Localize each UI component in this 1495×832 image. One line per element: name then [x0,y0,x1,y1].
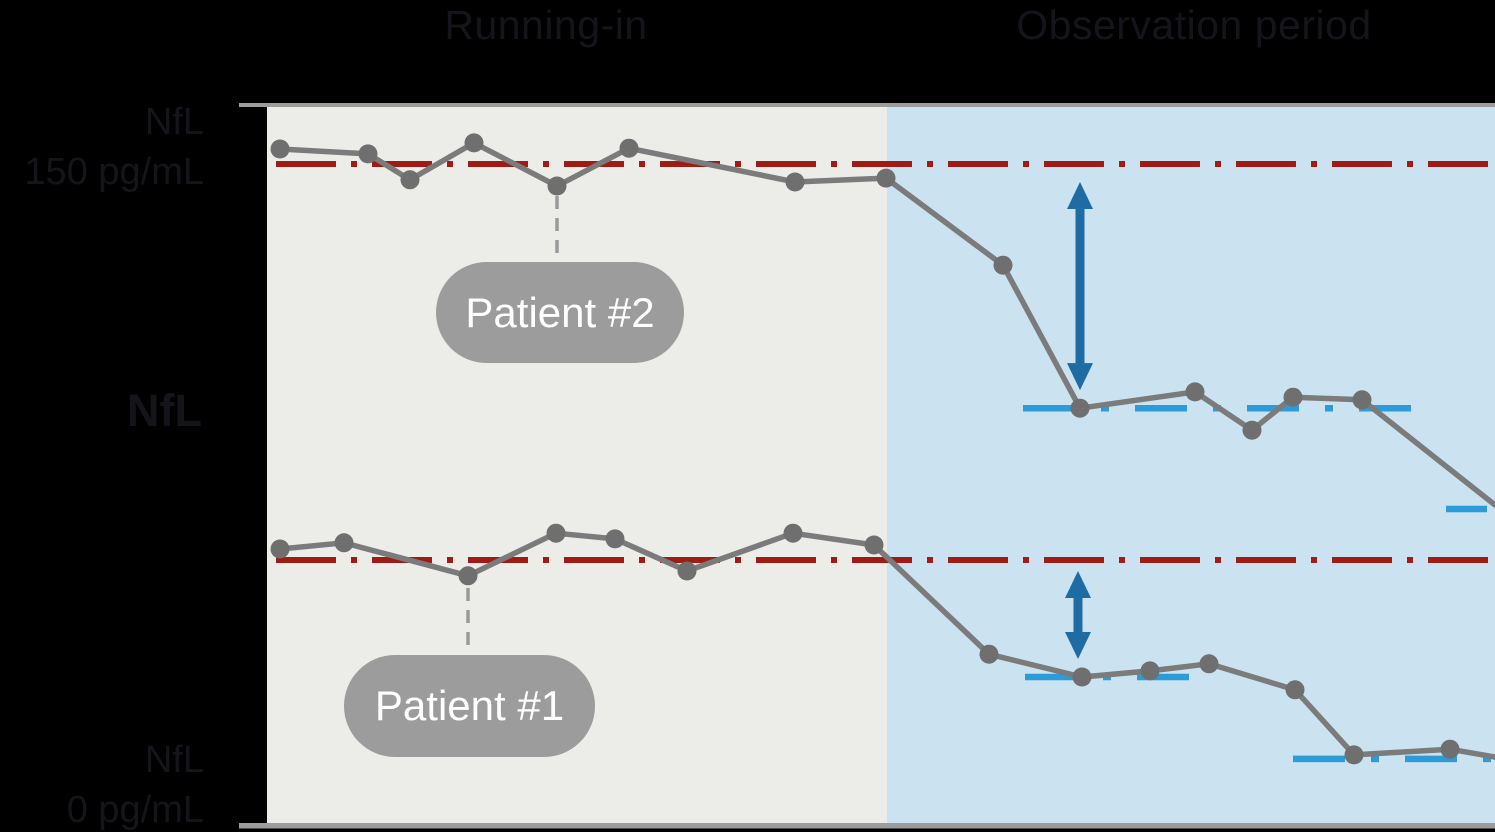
data-point-patient-1 [864,535,884,555]
data-point-patient-1 [1440,739,1460,759]
data-point-patient-2 [1352,390,1372,410]
data-point-patient-2 [876,168,896,188]
data-point-patient-1 [783,523,803,543]
y-axis-title: NfL [127,385,202,436]
data-point-patient-1 [605,529,625,549]
region-background-observation [887,107,1495,823]
data-point-patient-1 [1199,654,1219,674]
data-point-patient-1 [1344,745,1364,765]
data-point-patient-2 [993,255,1013,275]
axis-line-bottom [239,823,1495,829]
y-axis-label-top-line1: NfL [144,101,204,143]
data-point-patient-2 [1070,398,1090,418]
data-point-patient-1 [1285,680,1305,700]
y-axis-label-top-line2: 150 pg/mL [24,151,204,193]
data-point-patient-2 [1283,387,1303,407]
data-point-patient-2 [358,144,378,164]
series-line-patient-1 [277,530,1495,760]
data-point-patient-1 [1140,661,1160,681]
data-point-patient-2 [547,176,567,196]
data-point-patient-2 [1242,420,1262,440]
data-point-patient-1 [334,533,354,553]
data-point-patient-2 [785,172,805,192]
y-axis-label-top: NfL 150 pg/mL [0,97,204,197]
data-point-patient-2 [270,139,290,159]
data-point-patient-1 [546,523,566,543]
y-axis-label-bottom-line1: NfL [144,739,204,781]
data-point-patient-2 [619,138,639,158]
axis-line-top [239,103,1495,107]
patient-2-label-pill: Patient #2 [436,262,684,363]
region-title-running-in: Running-in [444,2,648,48]
y-axis-label-bottom-line2: 0 pg/mL [66,789,204,831]
data-point-patient-2 [1185,382,1205,402]
data-point-patient-1 [1072,667,1092,687]
data-point-patient-2 [400,170,420,190]
patient-1-label-pill: Patient #1 [344,655,595,757]
reduction-arrow-patient-1 [1065,571,1091,659]
reduction-arrow-patient-2 [1067,182,1093,391]
region-title-observation-period: Observation period [1016,2,1372,48]
data-point-patient-1 [677,561,697,581]
data-point-patient-1 [458,566,478,586]
data-point-patient-1 [979,644,999,664]
y-axis-label-bottom: NfL 0 pg/mL [0,735,204,832]
data-point-patient-2 [464,133,484,153]
data-point-patient-1 [270,539,290,559]
